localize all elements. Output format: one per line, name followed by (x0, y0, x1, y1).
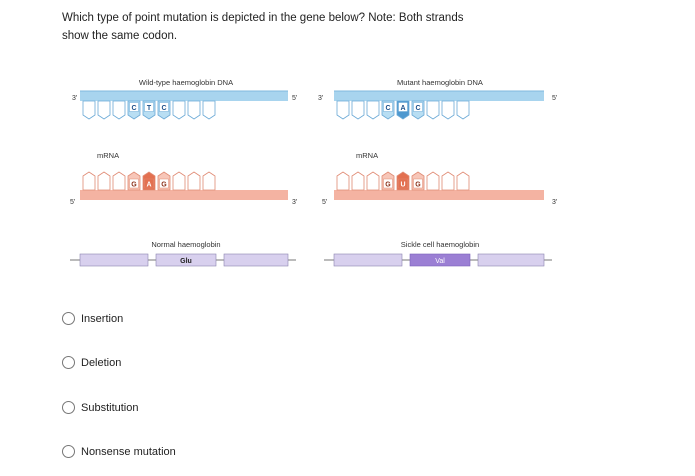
option-insertion[interactable]: Insertion (62, 312, 123, 325)
mutant-dna-base-label: A (400, 105, 405, 112)
mutant-mrna-title: mRNA (356, 151, 378, 160)
mutant-protein-segment-left (333, 253, 403, 267)
mutant-mrna-left-end: 5' (322, 199, 327, 206)
wild-dna-base-box (159, 102, 169, 112)
wild-mrna-base-label: G (131, 181, 137, 188)
wild-dna-nucleotide (97, 100, 111, 120)
wild-dna-strand (80, 91, 288, 101)
mutant-mrna-right-end: 3' (552, 199, 557, 206)
wild-dna-base-label: C (161, 105, 166, 112)
mutant-dna-title: Mutant haemoglobin DNA (397, 78, 483, 87)
mutant-mrna-base-label: G (385, 181, 391, 188)
mutant-dna-base-box (398, 102, 408, 112)
mutant-mrna-nucleotide (336, 171, 350, 191)
wild-dna-left-end: 3' (72, 95, 77, 102)
mutant-dna-nucleotide (351, 100, 365, 120)
mutant-mrna-base-box (413, 178, 423, 189)
mutant-mrna-nucleotide (366, 171, 380, 191)
mutant-dna-nucleotide (456, 100, 470, 120)
wild-amino-acid-label: Glu (180, 258, 192, 265)
wild-mrna-nucleotide (82, 171, 96, 191)
mutant-panel: Mutant haemoglobin DNA 3' 5' C A C mRNA 5'… (318, 78, 557, 267)
question-line-1: Which type of point mutation is depicted… (62, 12, 464, 24)
wild-dna-base-box (144, 102, 154, 112)
mutant-dna-nucleotide (336, 100, 350, 120)
wild-dna-nucleotide (202, 100, 216, 120)
option-deletion[interactable]: Deletion (62, 356, 121, 369)
wild-protein-title: Normal haemoglobin (151, 240, 220, 249)
mutant-mrna-nucleotide (456, 171, 470, 191)
option-label-deletion: Deletion (81, 356, 122, 369)
wild-dna-nucleotide (187, 100, 201, 120)
mutant-mrna-base-label: G (415, 181, 421, 188)
mutant-mrna-nucleotide (441, 171, 455, 191)
mutant-amino-acid-box (409, 253, 471, 267)
mutant-dna-base-box (413, 102, 423, 112)
mutant-mrna-base-box (383, 178, 393, 189)
option-substitution[interactable]: Substitution (62, 401, 138, 414)
mutant-protein-title: Sickle cell haemoglobin (401, 240, 479, 249)
mutant-protein-segment-right (477, 253, 545, 267)
mutant-mrna-nucleotide (426, 171, 440, 191)
wild-type-panel: Wild-type haemoglobin DNA 3' 5' C T C mRNA… (70, 78, 297, 267)
wild-mrna-nucleotide (202, 171, 216, 191)
wild-dna-nucleotide (172, 100, 186, 120)
option-label-insertion: Insertion (81, 312, 124, 325)
wild-mrna-nucleotide (112, 171, 126, 191)
mutant-amino-acid-label: Val (435, 258, 445, 265)
wild-mrna-base-box (144, 178, 154, 189)
wild-dna-base-box (129, 102, 139, 112)
wild-dna-base-label: C (131, 105, 136, 112)
wild-protein-segment-right (223, 253, 289, 267)
mutant-dna-base-box (383, 102, 393, 112)
radio-insertion[interactable] (62, 312, 75, 325)
wild-dna-base-label: T (147, 105, 152, 112)
wild-dna-nucleotide (112, 100, 126, 120)
mutant-mrna-base-box (398, 178, 408, 189)
question-line-2: show the same codon. (62, 30, 178, 42)
mutant-mrna-nucleotide (351, 171, 365, 191)
wild-mrna-nucleotide (97, 171, 111, 191)
mutant-dna-nucleotide (366, 100, 380, 120)
wild-amino-acid-box (155, 253, 217, 267)
wild-mrna-nucleotide (187, 171, 201, 191)
mutant-dna-nucleotide (426, 100, 440, 120)
wild-mrna-base-box (129, 178, 139, 189)
wild-mrna-title: mRNA (97, 151, 119, 160)
mutant-dna-base-label: C (415, 105, 420, 112)
wild-mrna-nucleotide (172, 171, 186, 191)
wild-mrna-strand (80, 190, 288, 200)
mutant-dna-strand (334, 91, 544, 101)
wild-mrna-base-label: A (146, 181, 151, 188)
mutant-mrna-strand (334, 190, 544, 200)
wild-protein-segment-left (79, 253, 149, 267)
wild-mrna-base-box (159, 178, 169, 189)
mutant-mrna-base-label: U (400, 181, 405, 188)
mutant-dna-nucleotide (441, 100, 455, 120)
wild-dna-nucleotide (82, 100, 96, 120)
mutant-dna-right-end: 5' (552, 95, 557, 102)
wild-dna-right-end: 5' (292, 95, 297, 102)
radio-nonsense-mutation[interactable] (62, 445, 75, 458)
question-text: Which type of point mutation is depicted… (62, 9, 622, 45)
wild-mrna-left-end: 5' (70, 199, 75, 206)
wild-mrna-right-end: 3' (292, 199, 297, 206)
mutant-dna-left-end: 3' (318, 95, 323, 102)
mutant-dna-base-label: C (385, 105, 390, 112)
option-label-nonsense-mutation: Nonsense mutation (81, 445, 176, 458)
wild-dna-title: Wild-type haemoglobin DNA (139, 78, 233, 87)
radio-substitution[interactable] (62, 401, 75, 414)
option-label-substitution: Substitution (81, 401, 139, 414)
mutation-diagram: Wild-type haemoglobin DNA 3' 5' C T C mRNA… (70, 78, 557, 267)
wild-mrna-base-label: G (161, 181, 167, 188)
option-nonsense-mutation[interactable]: Nonsense mutation (62, 445, 176, 458)
radio-deletion[interactable] (62, 356, 75, 369)
